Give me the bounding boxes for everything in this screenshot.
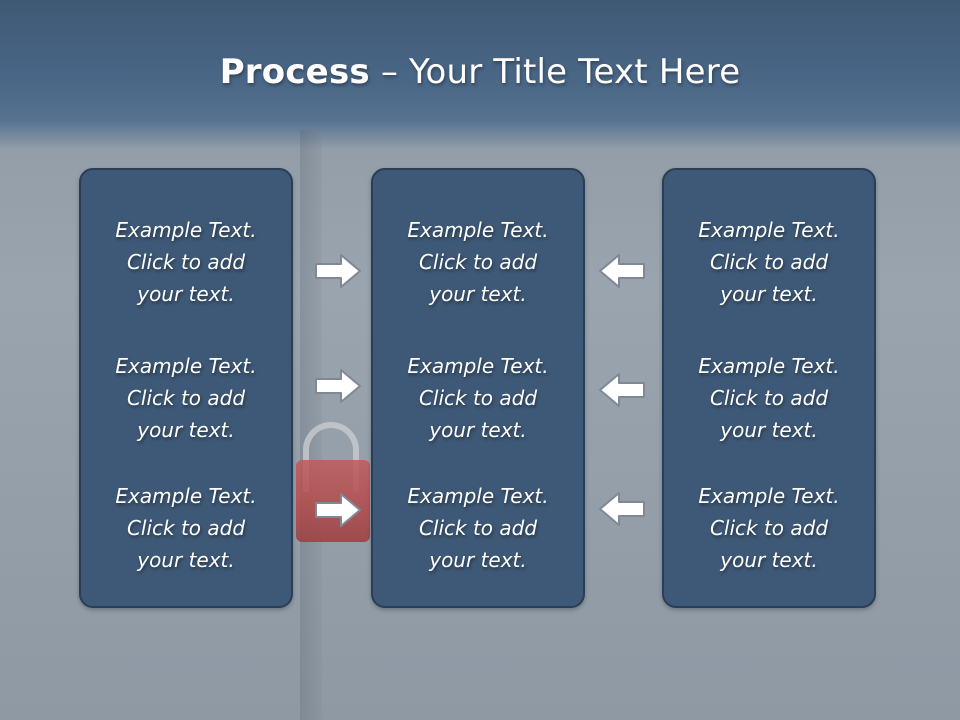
right-box-text-2[interactable]: Example Text. Click to add your text. bbox=[698, 354, 840, 442]
left-box-text-1[interactable]: Example Text. Click to add your text. bbox=[115, 218, 257, 306]
arrow-left-icon bbox=[599, 254, 645, 288]
arrow-left-icon bbox=[599, 373, 645, 407]
center-box-text-3[interactable]: Example Text. Click to add your text. bbox=[407, 484, 549, 572]
title-banner bbox=[0, 0, 960, 150]
left-box-text-3[interactable]: Example Text. Click to add your text. bbox=[115, 484, 257, 572]
center-box-text-2[interactable]: Example Text. Click to add your text. bbox=[407, 354, 549, 442]
slide-title[interactable]: Process – Your Title Text Here bbox=[0, 52, 960, 92]
title-rest-part: – Your Title Text Here bbox=[369, 52, 741, 92]
right-box-text-3[interactable]: Example Text. Click to add your text. bbox=[698, 484, 840, 572]
arrow-left-icon bbox=[599, 492, 645, 526]
center-box-text-1[interactable]: Example Text. Click to add your text. bbox=[407, 218, 549, 306]
background-padlock-body bbox=[296, 460, 370, 542]
background-padlock-shackle bbox=[303, 422, 359, 492]
title-bold-part: Process bbox=[219, 52, 370, 92]
process-box-right[interactable]: Example Text. Click to add your text. Ex… bbox=[662, 168, 876, 608]
process-box-center[interactable]: Example Text. Click to add your text. Ex… bbox=[371, 168, 585, 608]
right-box-text-1[interactable]: Example Text. Click to add your text. bbox=[698, 218, 840, 306]
arrow-right-icon bbox=[315, 369, 361, 403]
arrow-right-icon bbox=[315, 254, 361, 288]
arrow-right-icon bbox=[315, 493, 361, 527]
left-box-text-2[interactable]: Example Text. Click to add your text. bbox=[115, 354, 257, 442]
process-box-left[interactable]: Example Text. Click to add your text. Ex… bbox=[79, 168, 293, 608]
